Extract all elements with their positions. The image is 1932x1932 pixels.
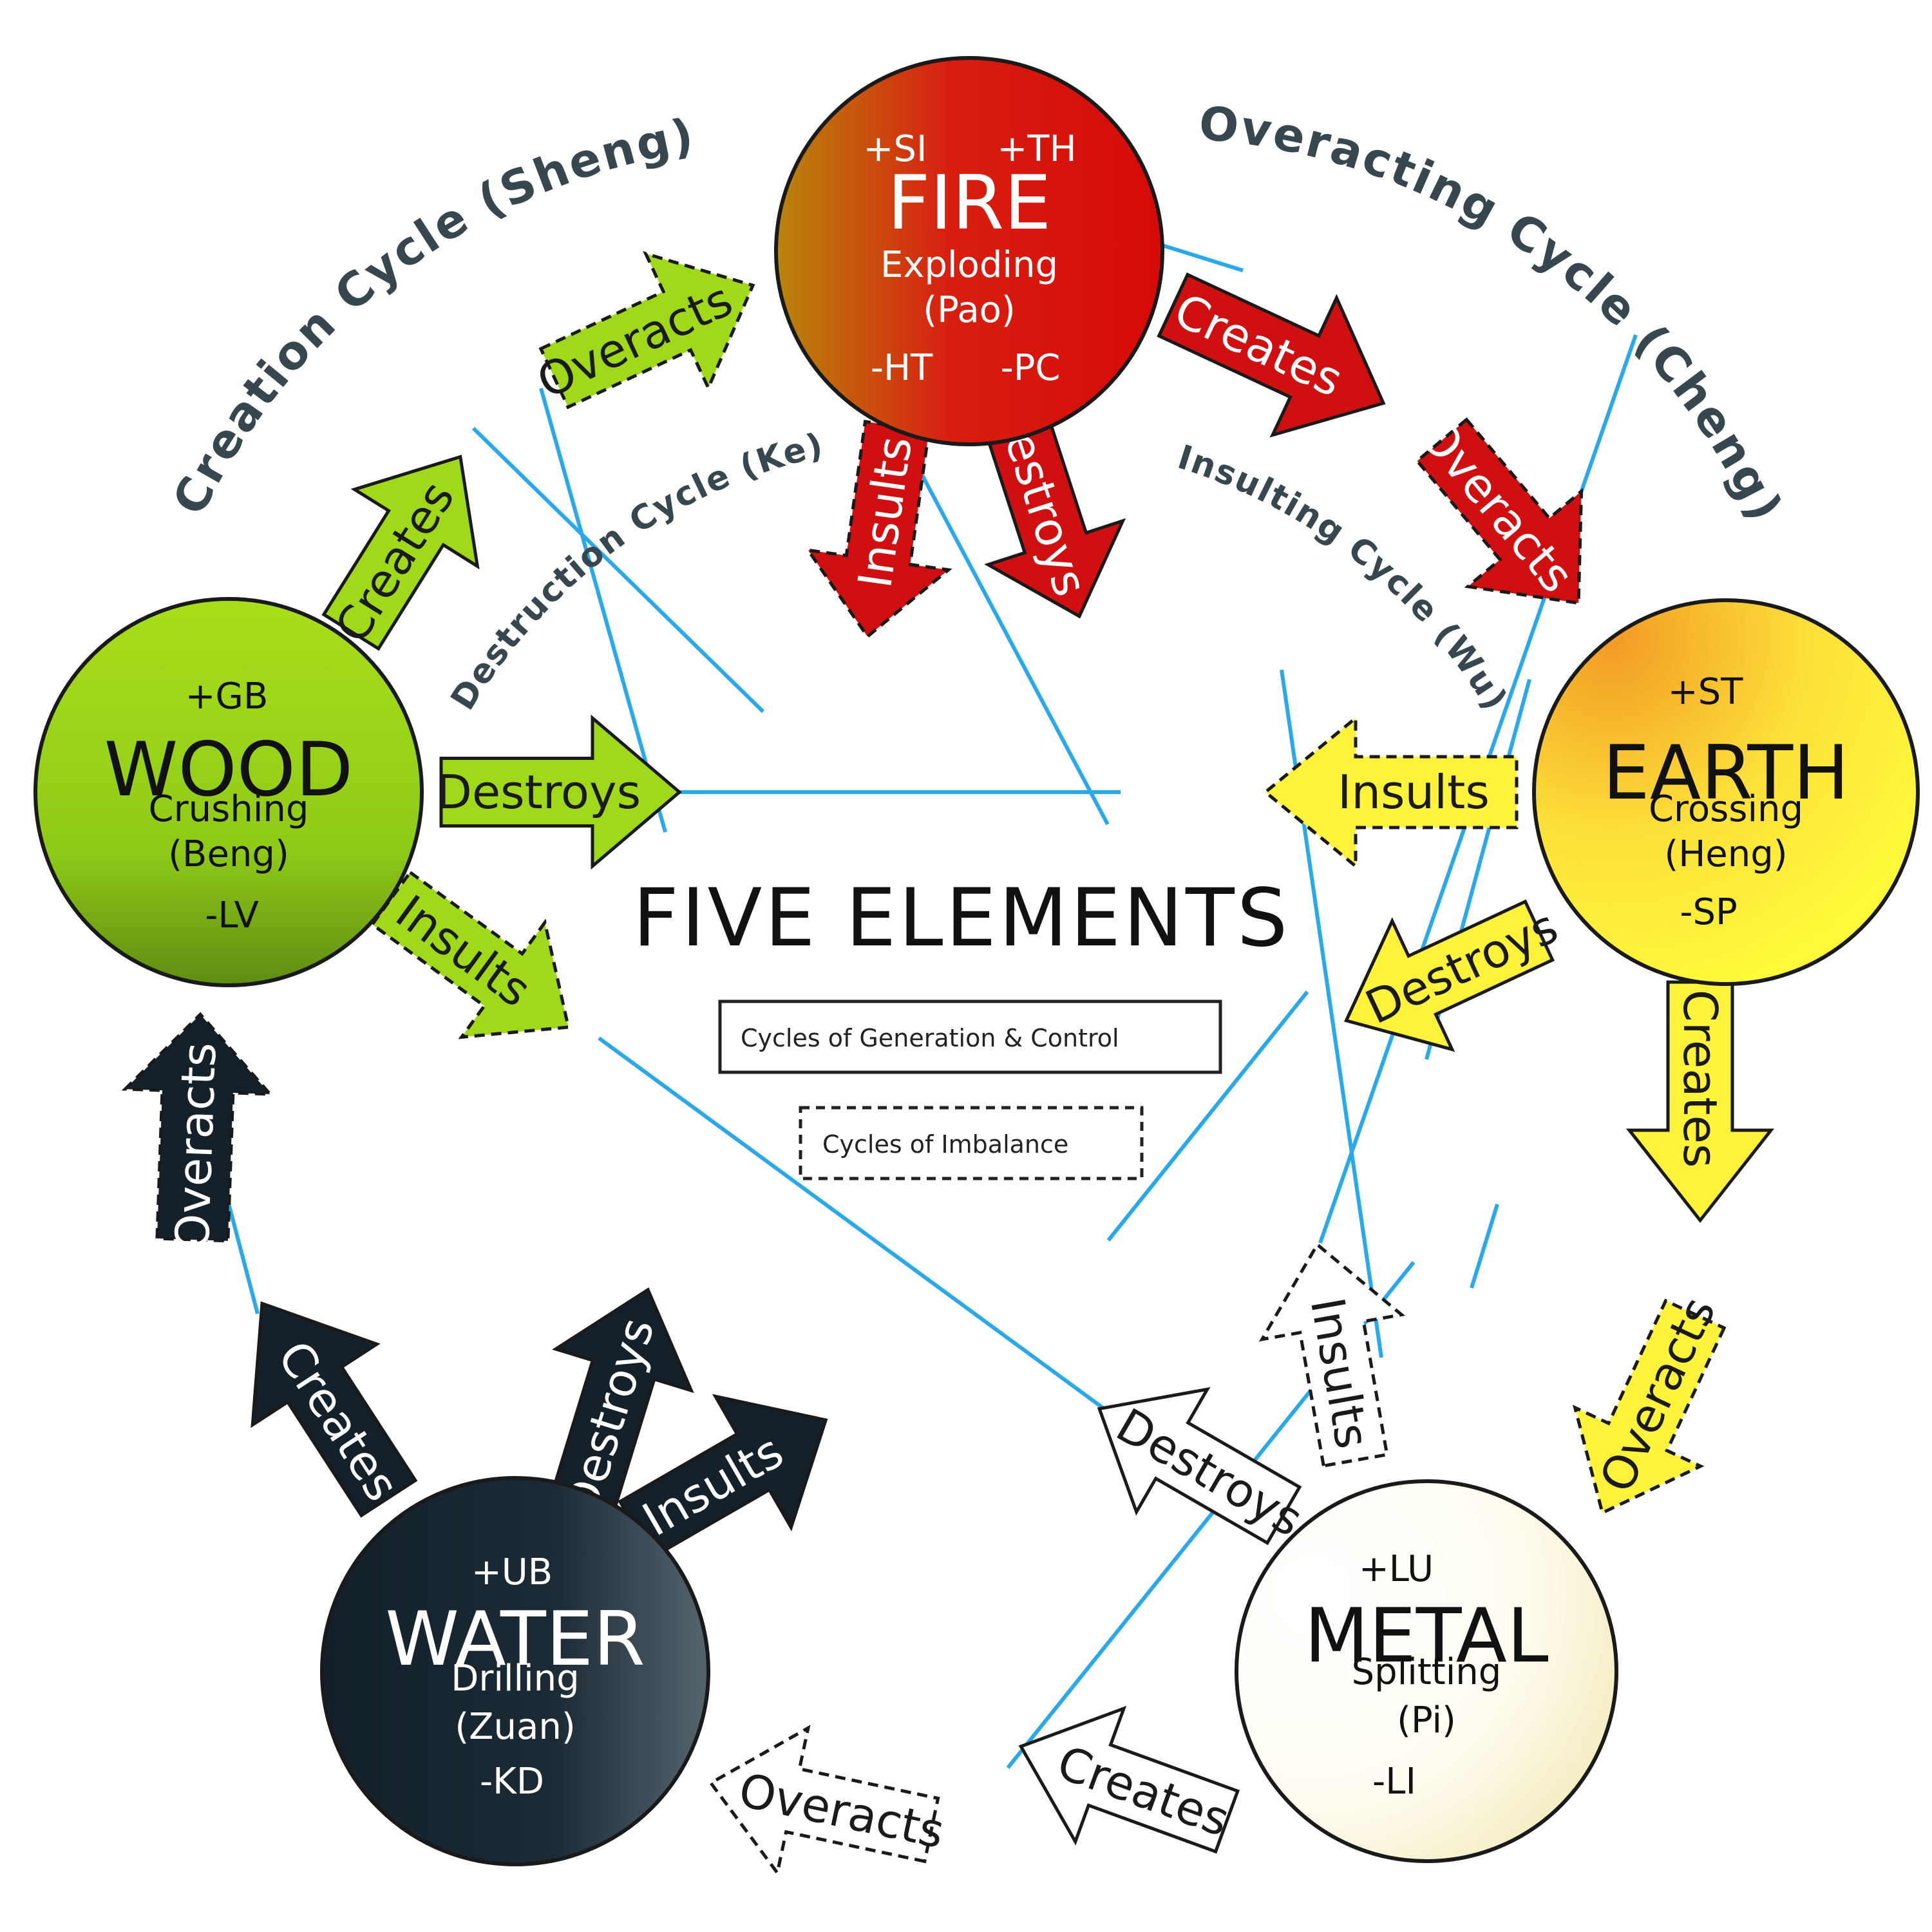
earth-insults-arrow: Insults — [1263, 714, 1519, 870]
fire-movement: Exploding — [880, 244, 1058, 286]
earth-destroys-arrow: Destroys — [1343, 899, 1566, 1052]
arrow-shape — [804, 419, 952, 639]
line-metal-insults-end — [1106, 990, 1309, 1242]
arrow-label: Overacts — [165, 1041, 226, 1251]
earth-movement: Crossing — [1649, 788, 1803, 830]
water-yang-organ: +UB — [471, 1551, 553, 1593]
arrow-shape — [708, 1725, 940, 1877]
wood-destroys-arrow: Destroys — [436, 714, 682, 870]
line-wood-fire — [539, 388, 667, 833]
arrow-label: Destroys — [436, 765, 641, 819]
wood-circle — [33, 597, 424, 987]
fire-yang-organ: +SI — [864, 128, 927, 170]
line-water-wood — [223, 1191, 260, 1314]
metal-yang-organ: +LU — [1359, 1548, 1434, 1590]
fire-insults-arrow: Insults — [804, 419, 952, 639]
metal-circle — [1235, 1479, 1618, 1863]
arrow-label: Creates — [1673, 990, 1727, 1168]
arrow-shape — [321, 455, 480, 651]
earth-overacts-arrow: Overacts — [1572, 1289, 1727, 1515]
earth-circle — [1532, 598, 1920, 986]
legend-dashed-box — [799, 1106, 1144, 1180]
wood-pinyin: (Beng) — [168, 833, 289, 875]
page-title: FIVE ELEMENTS — [633, 872, 1291, 965]
water-yin-organ: -KD — [480, 1761, 544, 1803]
arrow-shape — [1018, 1705, 1240, 1854]
line-fire-wood-top — [471, 426, 765, 714]
water-pinyin: (Zuan) — [455, 1706, 575, 1748]
arrow-shape — [370, 870, 571, 1039]
arrow-shape — [1258, 1242, 1406, 1468]
arrow-shape — [618, 1394, 828, 1560]
earth-yin-organ: -SP — [1680, 891, 1738, 933]
legend-dashed-label: Cycles of Imbalance — [822, 1130, 1068, 1159]
arrow-shape — [1625, 980, 1775, 1224]
wood-yang-organ: +GB — [185, 676, 269, 717]
arrow-shape — [1343, 899, 1555, 1052]
wood-yin-organ: -LV — [205, 895, 259, 936]
arrow-shape — [1097, 1387, 1302, 1546]
fire-circle — [774, 56, 1164, 446]
legend-solid-label: Cycles of Generation & Control — [741, 1024, 1119, 1052]
arrow-shape — [439, 714, 682, 870]
fire-yin-organ: -PC — [1000, 347, 1060, 389]
line-fire-water — [887, 411, 1110, 826]
wood-name: WOOD — [104, 726, 354, 813]
metal-overacts-arrow: Overacts — [708, 1725, 949, 1877]
water-overacts-arrow: Overacts — [121, 1012, 274, 1251]
arrow-shape — [1572, 1298, 1727, 1515]
metal-movement: Splitting — [1352, 1651, 1502, 1693]
arrow-shape — [538, 251, 755, 410]
arrow-shape — [121, 1012, 274, 1243]
earth-name: EARTH — [1603, 730, 1850, 817]
wood-movement: Crushing — [149, 788, 309, 830]
fire-creates-arrow: Creates — [1157, 272, 1386, 438]
metal-name: METAL — [1304, 1593, 1548, 1680]
legend: Cycles of Generation & Control Cycles of… — [718, 999, 1222, 1180]
fire-name: FIRE — [887, 160, 1052, 247]
fire-yang-organ: +TH — [997, 128, 1076, 170]
water-circle — [320, 1476, 710, 1866]
arrow-shape — [1263, 714, 1519, 870]
arrow-shape — [251, 1301, 418, 1518]
fire-pinyin: (Pao) — [923, 289, 1016, 331]
arrow-shape — [1415, 417, 1584, 605]
arrow-shape — [981, 402, 1126, 619]
water-creates-arrow: Creates — [251, 1301, 418, 1518]
water-movement: Drilling — [451, 1658, 579, 1700]
arrow-shape — [549, 1287, 694, 1517]
earth-creates-arrow: Creates — [1625, 980, 1775, 1224]
earth-yang-organ: +ST — [1668, 671, 1743, 713]
arrow-shape — [1157, 272, 1386, 438]
legend-solid-box — [718, 999, 1222, 1074]
metal-pinyin: (Pi) — [1397, 1700, 1456, 1741]
water-name: WATER — [385, 1596, 645, 1683]
fire-yin-organ: -HT — [871, 347, 933, 389]
earth-pinyin: (Heng) — [1664, 833, 1787, 875]
metal-yin-organ: -LI — [1372, 1761, 1416, 1803]
arrow-label: Insults — [1338, 765, 1490, 819]
line-earth-metal — [1470, 1204, 1499, 1289]
metal-creates-arrow: Creates — [1018, 1705, 1240, 1854]
destruction-cycle-title: Destruction Cycle (Ke) — [444, 426, 828, 717]
